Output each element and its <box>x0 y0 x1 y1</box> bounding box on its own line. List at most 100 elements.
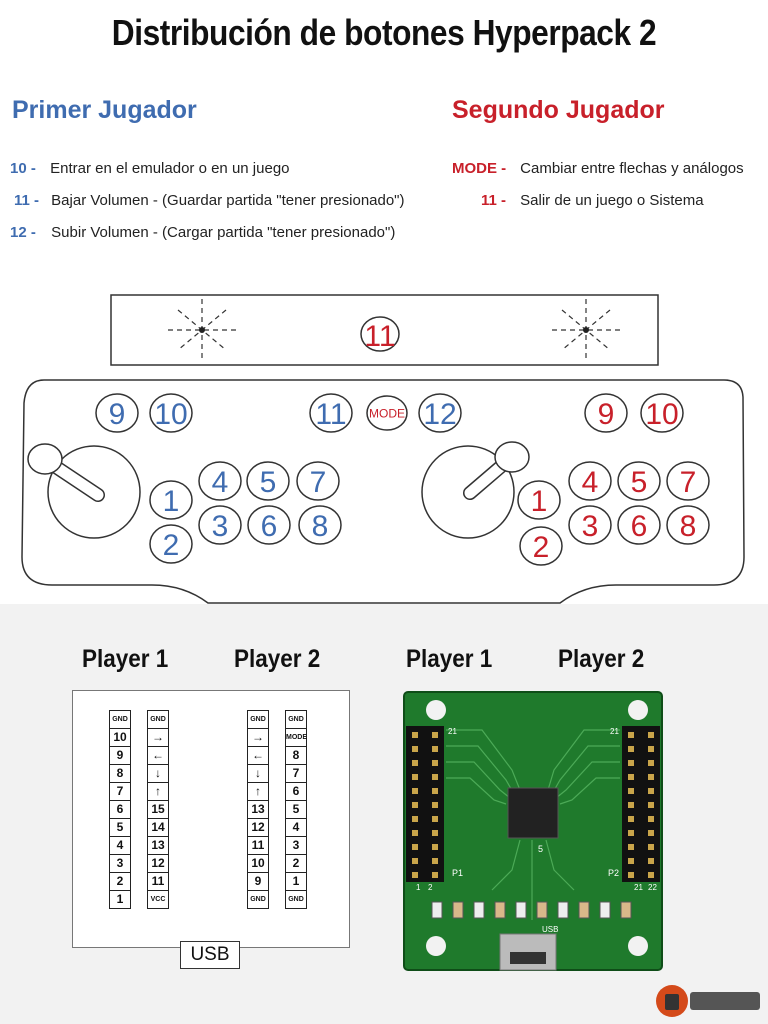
pcb-chip-label: 5 <box>538 844 543 854</box>
p1-button-11-label: 11 <box>315 398 346 431</box>
pin-cell: 1 <box>285 872 307 891</box>
p1-button-5-label: 5 <box>260 466 277 499</box>
p1-button-7: 7 <box>296 461 340 501</box>
wiring-label-player2: Player 2 <box>234 645 321 673</box>
pin-cell: GND <box>247 710 269 729</box>
p1-button-6-label: 6 <box>261 510 278 543</box>
p2-button-7: 7 <box>666 461 710 501</box>
p1-button-12: 12 <box>418 393 462 433</box>
line-text: Bajar Volumen - (Guardar partida "tener … <box>51 192 405 209</box>
p1-button-2: 2 <box>149 524 193 564</box>
pcb-label-player2: Player 2 <box>558 645 645 673</box>
pin-cell: 13 <box>147 836 169 855</box>
pcb-label-player1: Player 1 <box>406 645 493 673</box>
pcb-pin-label: 21 <box>634 883 643 892</box>
p2-button-1-label: 1 <box>531 485 548 518</box>
p2-button-6-label: 6 <box>631 510 648 543</box>
p2-button-10-label: 10 <box>645 398 678 431</box>
p1-button-6: 6 <box>247 505 291 545</box>
pcb-p1-label: P1 <box>452 868 463 878</box>
p1-button-1-label: 1 <box>163 485 180 518</box>
p2-button-8-label: 8 <box>680 510 697 543</box>
pin-cell: VCC <box>147 890 169 909</box>
line-text: Subir Volumen - (Cargar partida "tener p… <box>51 224 396 241</box>
p2-button-7-label: 7 <box>680 466 697 499</box>
pin-header-right <box>622 726 660 882</box>
pcb-usb-label: USB <box>542 925 558 934</box>
p1-button-7-label: 7 <box>310 466 327 499</box>
pin-cell: GND <box>285 890 307 909</box>
p2-line-2: 11 - Salir de un juego o Sistema <box>481 192 704 209</box>
pin-cell: 10 <box>109 728 131 747</box>
line-number: 12 - <box>10 224 36 241</box>
p1-button-10: 10 <box>149 393 193 433</box>
microcontroller-chip <box>507 787 559 839</box>
pin-cell: 12 <box>247 818 269 837</box>
joystick-right-icon <box>421 441 530 539</box>
pin-cell: 6 <box>285 782 307 801</box>
p1-button-8: 8 <box>298 505 342 545</box>
pin-cell: MODE <box>285 728 307 747</box>
pin-cell: 2 <box>109 872 131 891</box>
marquee-button <box>360 316 400 352</box>
p2-line-1: MODE - Cambiar entre flechas y análogos <box>452 160 744 177</box>
player1-heading: Primer Jugador <box>12 96 197 124</box>
pin-header-left <box>406 726 444 882</box>
p1-button-5: 5 <box>246 461 290 501</box>
pin-cell: GND <box>147 710 169 729</box>
p2-button-1: 1 <box>517 480 561 520</box>
pcb-pin-label: 22 <box>648 883 657 892</box>
panel-outline <box>21 379 745 604</box>
p1-button-12-label: 12 <box>423 398 456 431</box>
pin-cell: 8 <box>109 764 131 783</box>
pin-cell: GND <box>285 710 307 729</box>
pin-cell: ← <box>247 746 269 765</box>
encoder-pcb: P1 P2 5 21 1 2 21 22 21 USB <box>403 691 663 971</box>
pcb-pin-label: 2 <box>428 883 433 892</box>
pin-cell: 1 <box>109 890 131 909</box>
pin-cell: ← <box>147 746 169 765</box>
p1-button-11: 11 <box>309 393 353 433</box>
marquee-button-label: 11 <box>364 320 395 353</box>
p1-button-9: 9 <box>95 393 139 433</box>
pin-cell: → <box>247 728 269 747</box>
mode-button-label: MODE <box>369 406 405 420</box>
brand-logo <box>656 985 760 1017</box>
pin-cell: 9 <box>109 746 131 765</box>
line-text: Salir de un juego o Sistema <box>520 192 704 209</box>
pin-cell: 5 <box>285 800 307 819</box>
pin-cell: ↓ <box>247 764 269 783</box>
p1-button-3: 3 <box>198 505 242 545</box>
pin-cell: 15 <box>147 800 169 819</box>
pcb-pin-label: 21 <box>448 727 457 736</box>
page-title: Distribución de botones Hyperpack 2 <box>111 12 657 53</box>
p1-line-2: 11 - Bajar Volumen - (Guardar partida "t… <box>14 192 405 209</box>
p1-button-10-label: 10 <box>154 398 187 431</box>
line-number: 11 - <box>481 192 507 209</box>
pin-cell: 12 <box>147 854 169 873</box>
usb-label: USB <box>180 941 240 969</box>
pcb-p2-label: P2 <box>608 868 619 878</box>
pin-cell: 14 <box>147 818 169 837</box>
p1-button-2-label: 2 <box>163 529 180 562</box>
pin-cell: 4 <box>109 836 131 855</box>
p1-button-3-label: 3 <box>212 510 229 543</box>
line-text: Entrar en el emulador o en un juego <box>50 160 290 177</box>
pin-cell: 3 <box>285 836 307 855</box>
smd-components <box>431 901 632 919</box>
pin-cell: 5 <box>109 818 131 837</box>
line-number: 10 - <box>10 160 36 177</box>
p1-button-9-label: 9 <box>109 398 126 431</box>
p1-button-4-label: 4 <box>212 466 229 499</box>
p2-button-3: 3 <box>568 505 612 545</box>
p2-button-3-label: 3 <box>582 510 599 543</box>
joystick-left-icon <box>27 443 141 539</box>
p1-button-1: 1 <box>149 480 193 520</box>
p2-button-4: 4 <box>568 461 612 501</box>
p2-button-8: 8 <box>666 505 710 545</box>
p1-button-4: 4 <box>198 461 242 501</box>
